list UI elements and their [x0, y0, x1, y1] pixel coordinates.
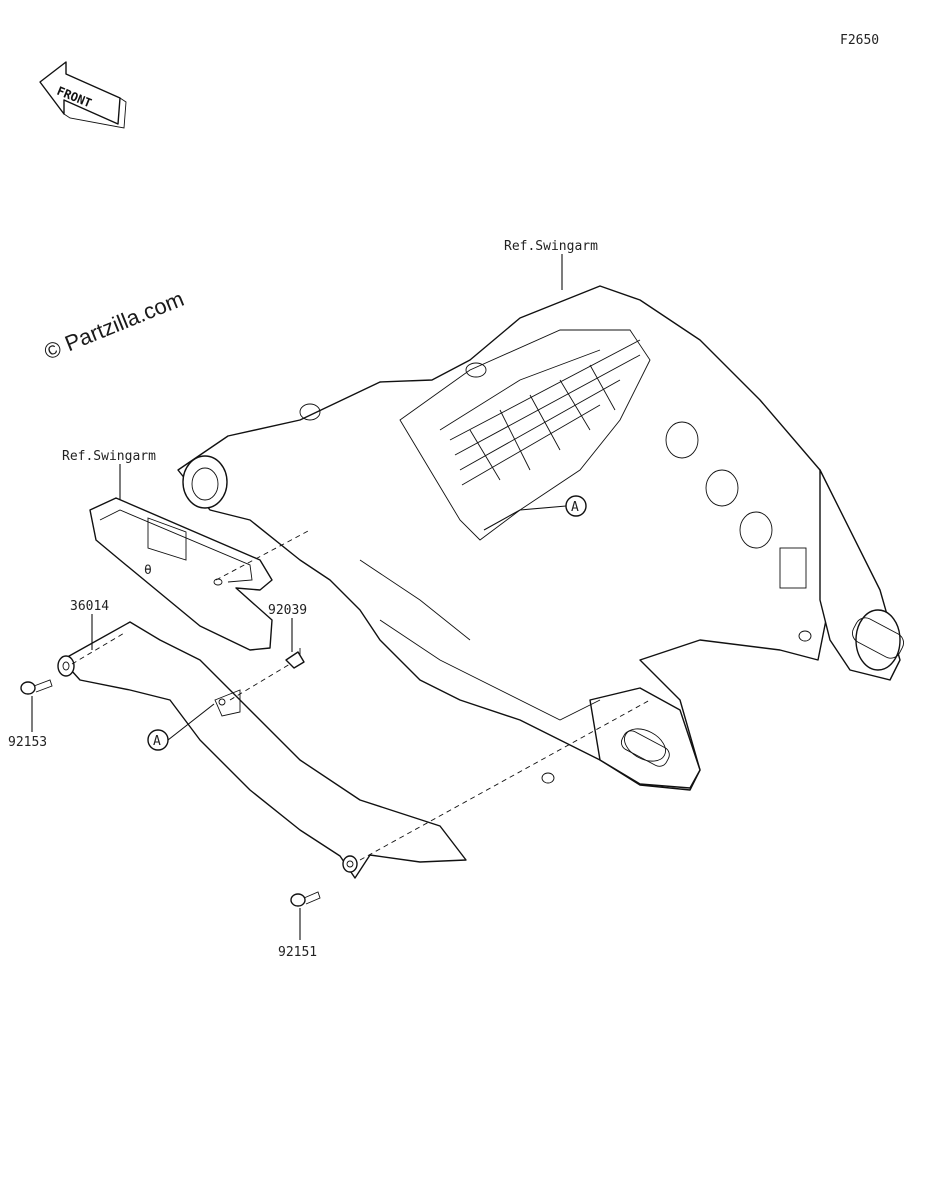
- bolt-92153-icon: [20, 679, 53, 695]
- part-92153-label: 92153: [8, 735, 47, 750]
- callout-a-1-text: A: [571, 500, 579, 515]
- figure-code: F2650: [840, 33, 879, 48]
- chain-guide-illustration: θ: [89, 497, 273, 651]
- part-92039-label: 92039: [268, 603, 307, 618]
- callout-a-2: A: [147, 729, 169, 751]
- front-arrow-icon: FRONT: [39, 61, 127, 129]
- chain-cover-36014-illustration: [57, 621, 467, 879]
- svg-text:θ: θ: [144, 563, 152, 578]
- part-36014-label: 36014: [70, 599, 109, 614]
- part-92151-label: 92151: [278, 945, 317, 960]
- bolt-92151-icon: [290, 891, 321, 907]
- clip-92039-icon: [285, 648, 305, 669]
- callout-a-1: A: [565, 495, 587, 517]
- watermark: © Partzilla.com: [41, 286, 188, 365]
- leader-lines: [31, 254, 651, 940]
- ref-swingarm-left-label: Ref.Swingarm: [62, 449, 156, 464]
- ref-swingarm-top-label: Ref.Swingarm: [504, 239, 598, 254]
- swingarm-illustration: [177, 285, 904, 791]
- callout-a-2-text: A: [153, 734, 161, 749]
